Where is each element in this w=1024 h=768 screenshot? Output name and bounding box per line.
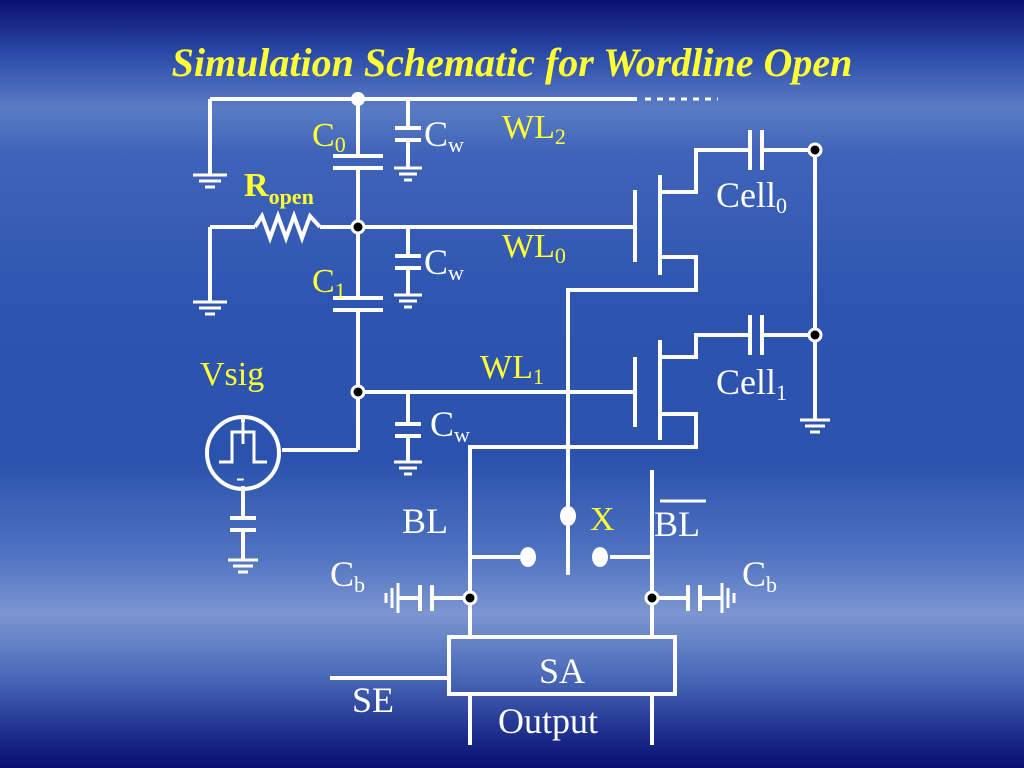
x-node-label: X [590, 501, 615, 538]
cw-label-bottom: Cw [430, 404, 470, 447]
cell1-label: Cell1 [716, 362, 787, 405]
labels: C0 Cw WL2 Cell0 Ropen WL0 Cw C1 Vsig WL1… [200, 109, 787, 741]
output-label: Output [498, 701, 598, 741]
wl2-label: WL2 [502, 109, 566, 149]
ground-icon [394, 460, 422, 476]
cell0-label: Cell0 [716, 175, 787, 218]
ground-icon [384, 583, 400, 613]
node-dot [462, 590, 478, 606]
node-dot [807, 327, 823, 343]
ground-icon [228, 558, 258, 574]
c1-label: C1 [312, 263, 346, 303]
sa-label: SA [539, 651, 585, 691]
resistor-icon [253, 210, 322, 244]
cb-label-left: Cb [330, 554, 365, 597]
cw-label-middle: Cw [424, 242, 464, 285]
cw-label-top: Cw [424, 114, 464, 157]
c0-label: C0 [312, 117, 346, 157]
node-dot [350, 219, 366, 235]
bl-bar-label: BL [654, 504, 700, 544]
ground-icon [394, 166, 422, 182]
node-dot [351, 92, 365, 106]
switch-contact [560, 506, 576, 526]
ground-icon [193, 173, 227, 189]
ground-icon [800, 418, 830, 434]
node-dot [807, 142, 823, 158]
nodes [350, 92, 823, 606]
ground-icon [193, 300, 227, 316]
node-dot [644, 590, 660, 606]
node-dot [350, 384, 366, 400]
wl1-label: WL1 [480, 349, 544, 389]
cb-label-right: Cb [742, 554, 777, 597]
ground-icon [720, 583, 736, 613]
capacitors [230, 126, 764, 611]
se-label: SE [352, 680, 394, 720]
switch-contact [520, 547, 536, 567]
ground-icon [394, 293, 422, 309]
bl-label: BL [402, 501, 448, 541]
ropen-label: Ropen [244, 167, 314, 209]
vsig-label: Vsig [200, 356, 264, 393]
switch-contact [592, 547, 608, 567]
grounds [193, 166, 830, 613]
slide-title: Simulation Schematic for Wordline Open [172, 40, 853, 85]
pulse-polarity-label: - [236, 463, 245, 492]
pulse-source-icon [205, 415, 281, 491]
wl0-label: WL0 [502, 228, 566, 268]
